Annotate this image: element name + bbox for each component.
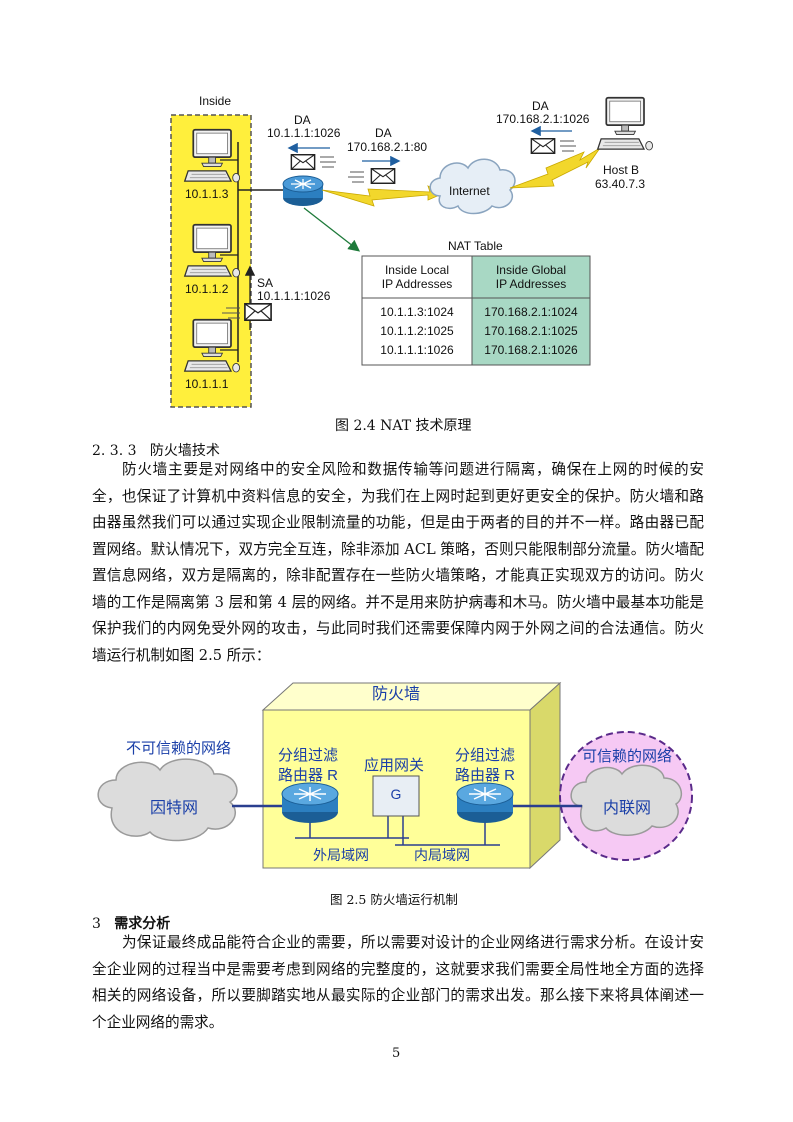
sa-label: SA — [257, 276, 274, 290]
nat-table — [361, 255, 591, 366]
section-heading: 3 需求分析 — [92, 913, 170, 933]
firewall-diagram — [97, 681, 693, 870]
host-ip-label: 10.1.1.2 — [185, 282, 229, 296]
section-title: 防火墙技术 — [149, 443, 220, 459]
router-label-line: 路由器 R — [455, 767, 516, 784]
da-label: DA — [532, 99, 549, 113]
firewall-label: 防火墙 — [372, 686, 421, 703]
envelope-icon — [244, 303, 272, 321]
internet-cloud — [429, 158, 516, 215]
envelope-icon — [290, 154, 316, 170]
sa-address: 10.1.1.1:1026 — [257, 289, 331, 303]
router-label: 分组过滤 路由器 R — [455, 746, 515, 786]
figure-caption: 图 2.4 NAT 技术原理 — [335, 418, 472, 434]
nat-header-local: Inside Local IP Addresses — [381, 263, 453, 291]
internet-cloud — [97, 758, 238, 842]
lan-in-label: 内局域网 — [414, 847, 470, 863]
section-number: 2. 3. 3 — [92, 443, 137, 459]
lan-out-label: 外局域网 — [313, 847, 369, 863]
section-title: 需求分析 — [114, 916, 171, 932]
hostb-ip: 63.40.7.3 — [595, 177, 646, 191]
da-label: DA — [294, 113, 311, 127]
pc-icon — [596, 96, 654, 151]
router-icon — [282, 175, 324, 206]
nat-cell: 10.1.1.1:1026 — [380, 343, 454, 357]
router-icon — [456, 782, 514, 823]
envelope-icon — [370, 168, 396, 184]
nat-diagram — [170, 96, 654, 408]
envelope-icon — [530, 138, 556, 154]
inside-label: Inside — [199, 94, 232, 108]
router-label-line: 分组过滤 — [455, 747, 516, 764]
host-ip-label: 10.1.1.3 — [185, 187, 229, 201]
untrusted-label: 不可信赖的网络 — [126, 740, 232, 757]
nat-table-title: NAT Table — [448, 239, 503, 253]
hostb-name: Host B — [603, 163, 640, 177]
intranet-cloud-label: 内联网 — [603, 800, 652, 817]
section-heading: 2. 3. 3 防火墙技术 — [92, 440, 220, 460]
da-address: 170.168.2.1:1026 — [496, 112, 590, 126]
internet-label: Internet — [449, 184, 490, 198]
router-label-line: 分组过滤 — [278, 747, 339, 764]
intranet-cloud — [570, 764, 683, 836]
page-number: 5 — [392, 1046, 401, 1061]
router-label-line: 路由器 R — [278, 767, 339, 784]
gateway-label: 应用网关 — [364, 757, 425, 774]
da-address: 10.1.1.1:1026 — [267, 126, 341, 140]
nat-cell: 170.168.2.1:1025 — [484, 324, 578, 338]
router-icon — [281, 782, 339, 823]
body-paragraph: 为保证最终成品能符合企业的需要，所以需要对设计的企业网络进行需求分析。在设计安全… — [92, 934, 704, 1031]
da-label: DA — [375, 126, 392, 140]
figure-caption: 图 2.5 防火墙运行机制 — [330, 892, 458, 907]
trusted-label: 可信赖的网络 — [582, 748, 673, 765]
nat-cell: 170.168.2.1:1024 — [484, 305, 578, 319]
da-address: 170.168.2.1:80 — [347, 140, 428, 154]
gateway-box-label: G — [390, 786, 402, 802]
section-number: 3 — [92, 916, 101, 932]
nat-header-global: Inside Global IP Addresses — [495, 263, 567, 291]
nat-cell: 10.1.1.3:1024 — [380, 305, 454, 319]
host-ip-label: 10.1.1.1 — [185, 377, 229, 391]
router-label: 分组过滤 路由器 R — [278, 746, 338, 786]
body-paragraph: 防火墙主要是对网络中的安全风险和数据传输等问题进行隔离，确保在上网的时候的安全，… — [92, 461, 704, 664]
internet-cloud-label: 因特网 — [150, 800, 199, 817]
nat-cell: 10.1.1.2:1025 — [380, 324, 454, 338]
gateway-box — [372, 775, 420, 817]
nat-cell: 170.168.2.1:1026 — [484, 343, 578, 357]
